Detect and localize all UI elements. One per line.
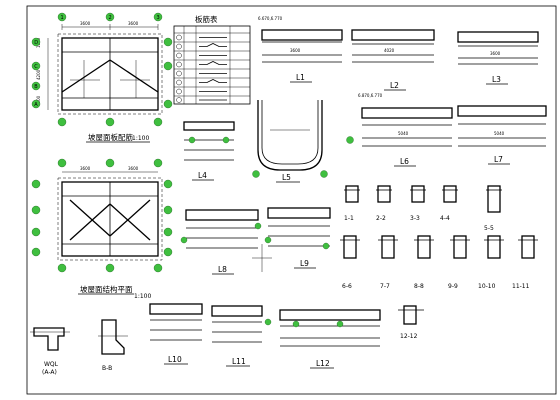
axis-bubble-3: 3 [157, 15, 160, 21]
label-L8: L8 [218, 265, 227, 274]
label-L10: L10 [168, 355, 182, 364]
section-6-6: 6-6 [342, 283, 352, 290]
plan-top-scale: 1:100 [132, 135, 149, 142]
beam-detail-L10: L10 [149, 303, 203, 365]
beam-detail-L7: 5040 L7 [457, 105, 547, 165]
section-11-11: 11-11 [512, 283, 530, 290]
label-L2: L2 [390, 81, 399, 90]
axis-bubble-2: 2 [109, 15, 112, 21]
section-8-8: 8-8 [414, 283, 424, 290]
rebar-table-title: 板筋表 [195, 14, 218, 24]
dim-bottom-plan-2: 3600 [128, 166, 139, 171]
beam-detail-L2: 4020 L2 [351, 29, 435, 91]
section-1-1: 1-1 [344, 215, 354, 222]
section-12-12: 12-12 [400, 333, 418, 340]
section-5-5: 5-5 [484, 225, 494, 232]
section-3-3: 3-3 [410, 215, 420, 222]
section-10-10: 10-10 [478, 283, 496, 290]
label-L5: L5 [282, 173, 291, 182]
beam-detail-L8: L8 [180, 209, 262, 275]
bb-detail: B-B [98, 319, 128, 372]
label-L6: L6 [400, 157, 409, 166]
dim-bottom-plan-1: 3600 [80, 166, 91, 171]
axis-bubble-D: D [34, 40, 38, 46]
axis-bubble-C: C [34, 64, 38, 70]
plan-bottom-title: 坡屋面结构平面 [80, 284, 133, 294]
beam-detail-L3: 3600 L3 [457, 31, 539, 85]
section-12-12-detail: 12-12 [398, 305, 424, 340]
dim-top-2: 3600 [128, 21, 139, 26]
axis-bubble-A: A [34, 102, 38, 108]
section-4-4: 4-4 [440, 215, 450, 222]
sheet-border [26, 5, 557, 395]
roof-slab-reinforcement-plan: 3600 3600 1600 4200 1200 1 2 3 D C B A 坡… [31, 12, 173, 143]
beam-detail-L9: L9 [252, 207, 331, 272]
label-L4: L4 [198, 171, 207, 180]
section-details-row2: 6-6 7-7 8-8 9-9 10-10 11-11 [340, 235, 538, 290]
label-L9: L9 [300, 259, 309, 268]
section-7-7: 7-7 [380, 283, 390, 290]
rebar-schedule-table: 板筋表 [173, 14, 251, 105]
dim-L7: 5040 [494, 131, 505, 136]
section-2-2: 2-2 [376, 215, 386, 222]
dim-top-1: 3600 [80, 21, 91, 26]
dim-L3: 3600 [490, 51, 501, 56]
section-9-9: 9-9 [448, 283, 458, 290]
axis-bubble-1: 1 [61, 15, 64, 21]
elev-label-L6: 6.870,6.770 [358, 93, 383, 98]
wql-detail: WQL (A-A) [30, 327, 70, 376]
label-L1: L1 [296, 73, 305, 82]
dim-side-2: 4200 [36, 69, 41, 80]
beam-detail-L11: L11 [211, 305, 272, 367]
label-L11: L11 [232, 357, 246, 366]
beam-detail-L4: L4 [183, 121, 235, 181]
plan-top-title: 坡屋面板配筋 [88, 132, 133, 142]
wql-sub-label: (A-A) [42, 369, 57, 376]
elev-label-L1: 6.670,6.770 [258, 16, 283, 21]
beam-detail-L1: 6.670,6.770 3600 L1 [258, 16, 343, 83]
beam-detail-L12: L12 [279, 309, 381, 369]
label-L7: L7 [494, 155, 503, 164]
label-L3: L3 [492, 75, 501, 84]
axis-bubble-B: B [34, 84, 38, 90]
roof-structural-plan: 3600 3600 坡屋面结构平面 1:100 [31, 158, 173, 300]
beam-detail-L5: L5 [252, 100, 354, 183]
dim-L2: 4020 [384, 48, 395, 53]
beam-detail-L6: 6.870,6.770 5040 L6 [358, 93, 453, 167]
dim-L1: 3600 [290, 48, 301, 53]
plan-bottom-scale: 1:100 [134, 293, 151, 300]
wql-label: WQL [44, 361, 59, 368]
bb-label: B-B [102, 365, 112, 372]
label-L12: L12 [316, 359, 330, 368]
dim-L6: 5040 [398, 131, 409, 136]
section-details-row1: 1-1 2-2 3-3 4-4 5-5 [344, 185, 502, 232]
